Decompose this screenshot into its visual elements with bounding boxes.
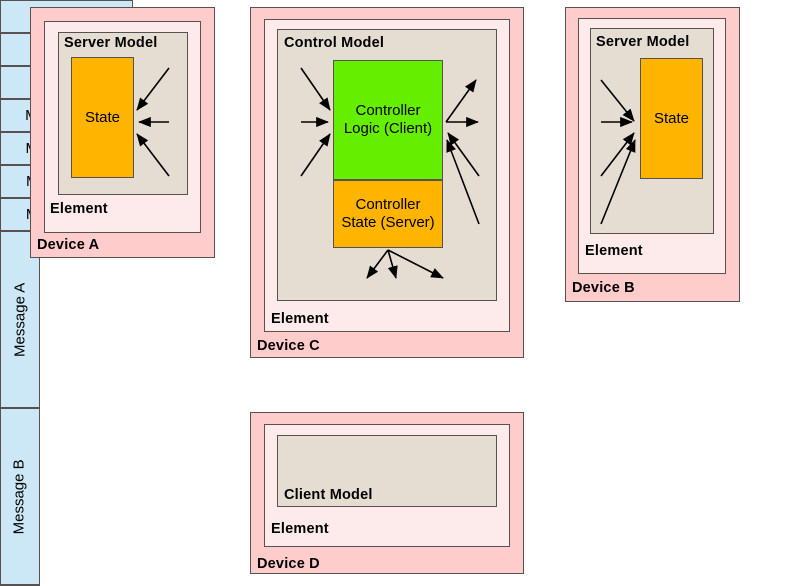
device-c-control-model-label: Control Model	[284, 35, 385, 51]
device-b-server-model-label: Server Model	[596, 34, 690, 50]
controller-state-label: Controller State (Server)	[341, 196, 434, 231]
device-d-client-model-label: Client Model	[284, 487, 373, 503]
controller-logic-line1: Controller	[355, 102, 421, 120]
device-b-state-label: State	[653, 109, 690, 127]
device-b-device-label: Device B	[572, 280, 635, 296]
message-a-label: Message A	[11, 282, 29, 357]
device-a-element-label: Element	[50, 201, 108, 217]
device-a-server-model-label: Server Model	[64, 35, 158, 51]
message-box-b[interactable]: Message B	[0, 408, 40, 585]
device-b-state-box: State	[640, 58, 703, 179]
controller-logic-label: Controller Logic (Client)	[344, 102, 432, 137]
device-d-client-model-box	[277, 435, 497, 507]
device-d-element-label: Element	[271, 521, 329, 537]
device-d-device-label: Device D	[257, 556, 320, 572]
controller-state-box: Controller State (Server)	[333, 180, 443, 248]
device-c-element-label: Element	[271, 311, 329, 327]
device-a-state-label: State	[84, 108, 121, 126]
message-b-label: Message B	[11, 458, 29, 535]
device-a-device-label: Device A	[37, 237, 100, 253]
device-b-element-label: Element	[585, 243, 643, 259]
device-a-state-box: State	[71, 57, 134, 178]
controller-logic-line2: Logic (Client)	[343, 120, 433, 137]
controller-logic-box: Controller Logic (Client)	[333, 60, 443, 180]
controller-state-line1: Controller	[355, 196, 421, 214]
controller-state-line2: State (Server)	[341, 214, 435, 231]
device-c-device-label: Device C	[257, 338, 320, 354]
message-box-a[interactable]: Message A	[0, 231, 40, 408]
